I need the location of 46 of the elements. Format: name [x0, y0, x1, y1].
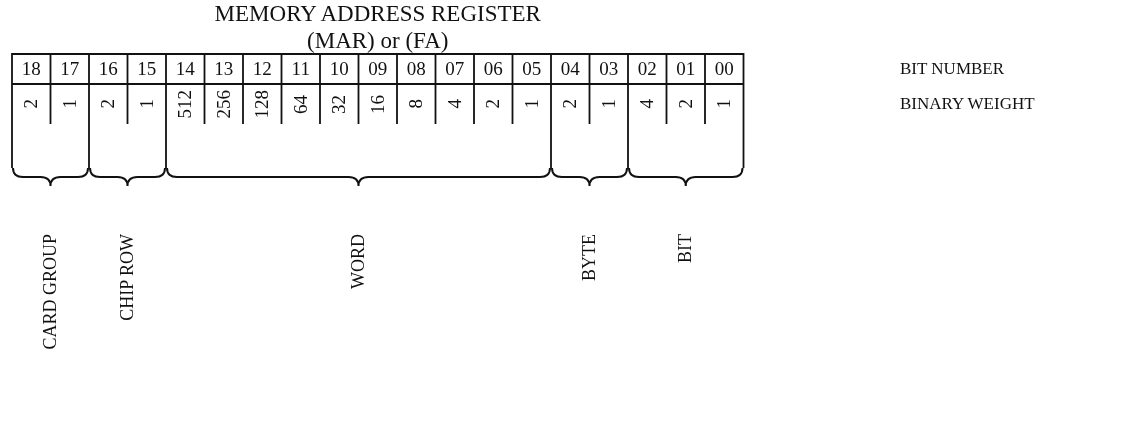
binary-weight: 1: [597, 99, 620, 109]
bit-number: 05: [521, 58, 543, 80]
bit-number: 18: [20, 58, 42, 80]
title: MEMORY ADDRESS REGISTER (MAR) or (FA): [213, 0, 542, 54]
bit-number: 10: [328, 58, 350, 80]
group-label: CHIP ROW: [117, 234, 138, 321]
binary-weight: 4: [636, 99, 659, 109]
bit-number: 14: [174, 58, 196, 80]
bit-number: 15: [136, 58, 158, 80]
bit-number: 09: [367, 58, 389, 80]
bit-number: 16: [97, 58, 119, 80]
group-label: WORD: [348, 234, 369, 289]
binary-weight: 2: [482, 99, 505, 109]
row-label: BIT NUMBER: [900, 59, 1005, 79]
bit-number: 02: [636, 58, 658, 80]
binary-weight: 128: [251, 89, 274, 118]
bit-number: 07: [444, 58, 466, 80]
binary-weight: 2: [674, 99, 697, 109]
binary-weight: 2: [97, 99, 120, 109]
bit-number: 11: [290, 58, 311, 80]
bit-number: 08: [405, 58, 427, 80]
bit-number: 00: [713, 58, 735, 80]
bit-number: 06: [482, 58, 504, 80]
group-label: BIT: [675, 234, 697, 263]
group-label: CARD GROUP: [40, 234, 61, 350]
bit-number: 03: [598, 58, 620, 80]
binary-weight: 1: [58, 99, 81, 109]
bit-number: 17: [59, 58, 81, 80]
binary-weight: 64: [289, 94, 312, 114]
binary-weight: 1: [713, 99, 736, 109]
binary-weight: 4: [443, 99, 466, 109]
bit-number: 01: [675, 58, 697, 80]
binary-weight: 1: [135, 99, 158, 109]
row-label: BINARY WEIGHT: [900, 94, 1035, 114]
bit-number: 12: [251, 58, 273, 80]
binary-weight: 2: [559, 99, 582, 109]
binary-weight: 256: [212, 89, 235, 118]
bit-number: 13: [213, 58, 235, 80]
binary-weight: 2: [20, 99, 43, 109]
bit-number: 04: [559, 58, 581, 80]
binary-weight: 8: [405, 99, 428, 109]
binary-weight: 32: [328, 94, 351, 114]
binary-weight: 1: [520, 99, 543, 109]
binary-weight: 16: [366, 94, 389, 114]
group-label: BYTE: [579, 234, 600, 281]
binary-weight: 512: [174, 89, 197, 118]
